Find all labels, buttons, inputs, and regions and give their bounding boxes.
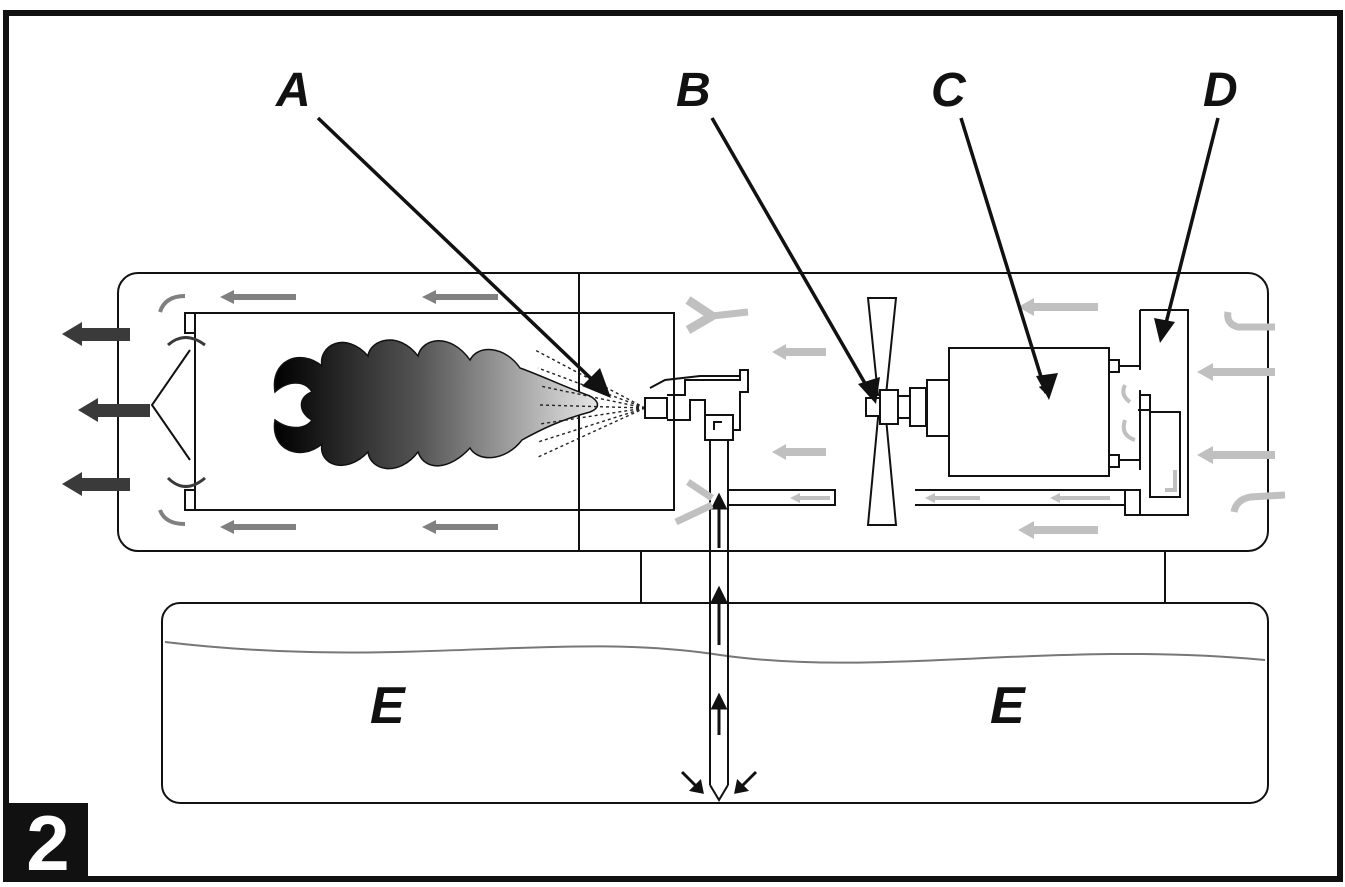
- deflector-arrows: [166, 336, 206, 488]
- figure-frame: [3, 10, 1343, 882]
- callout-e-left: E: [370, 677, 406, 735]
- leader-b: [710, 117, 872, 394]
- fuel-flow-arrows: [680, 492, 758, 794]
- combustion-chamber: [150, 312, 675, 511]
- callout-b: B: [676, 64, 711, 117]
- nozzle-assembly: [644, 369, 749, 441]
- deflector-shield: [150, 349, 191, 461]
- figure-number: 2: [26, 799, 69, 887]
- airflow-arrows-combustion: [220, 290, 498, 534]
- pump-housing: [1119, 309, 1189, 516]
- fuel-tank: [161, 602, 1269, 804]
- fan-hub: [865, 387, 927, 427]
- callout-c: C: [931, 64, 967, 117]
- callout-d: D: [1203, 64, 1238, 117]
- leader-d: [1160, 117, 1220, 337]
- pump-flow-arrows: [1121, 384, 1177, 492]
- leader-c: [959, 117, 1049, 395]
- stand: [640, 551, 1166, 603]
- curved-airflow-arrows: [158, 294, 186, 526]
- callout-heads: [582, 318, 1175, 404]
- intake-arrows: [772, 298, 1275, 539]
- figure-number-badge: [9, 803, 88, 876]
- intake-curved-arrows: [674, 296, 1286, 526]
- duct-flow-arrows: [790, 493, 1110, 503]
- leader-a: [316, 116, 605, 392]
- flame: [273, 339, 599, 470]
- callout-a: A: [275, 64, 311, 117]
- exhaust-arrows: [62, 322, 150, 496]
- callout-leaders: [316, 116, 1220, 395]
- motor: [926, 347, 1120, 477]
- callout-e-right: E: [990, 677, 1026, 735]
- fuel-level-line: [164, 641, 1266, 664]
